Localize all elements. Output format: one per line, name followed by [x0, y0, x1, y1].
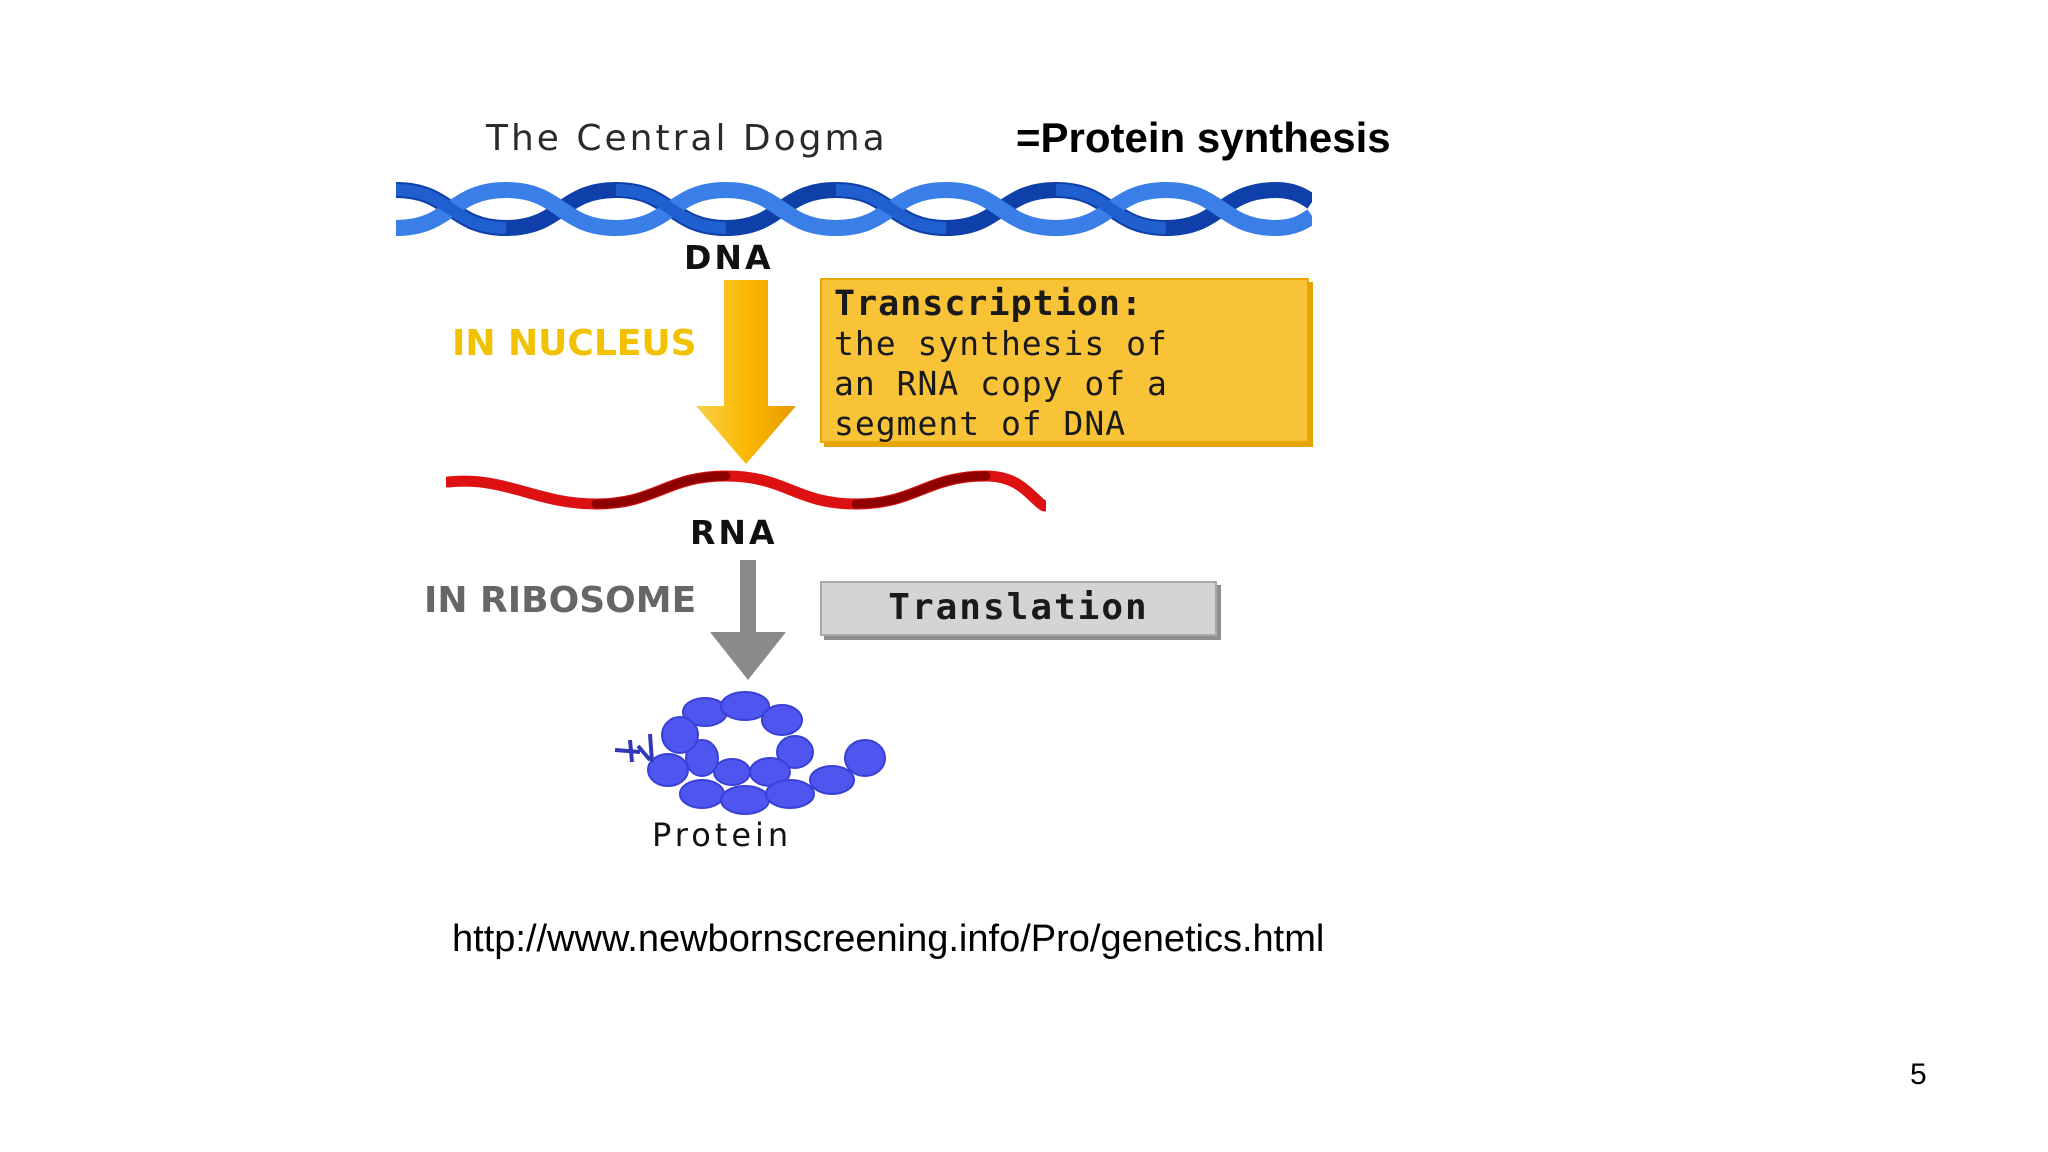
transcription-heading: Transcription:: [834, 284, 1144, 324]
rna-label: RNA: [690, 513, 778, 552]
title-plain: The Central Dogma: [486, 118, 888, 159]
title-bold: =Protein synthesis: [1016, 114, 1391, 161]
nucleus-label: IN NUCLEUS: [452, 323, 697, 364]
protein-chain-icon: [614, 691, 886, 815]
transcription-box: Transcription: the synthesis of an RNA c…: [820, 278, 1309, 443]
page-number: 5: [1910, 1058, 1927, 1091]
yellow-arrow-icon: [696, 280, 796, 464]
transcription-line-3: segment of DNA: [834, 404, 1127, 443]
dna-helix-icon: [396, 180, 1312, 238]
ribosome-label: IN RIBOSOME: [424, 580, 697, 621]
translation-box: Translation: [820, 581, 1217, 636]
dna-label: DNA: [684, 238, 774, 277]
transcription-line-2: an RNA copy of a: [834, 364, 1168, 403]
gray-arrow-icon: [710, 560, 786, 680]
protein-label: Protein: [652, 816, 793, 854]
transcription-line-1: the synthesis of: [834, 324, 1168, 363]
rna-strand-icon: [446, 470, 1046, 512]
source-url: http://www.newbornscreening.info/Pro/gen…: [452, 918, 1325, 960]
